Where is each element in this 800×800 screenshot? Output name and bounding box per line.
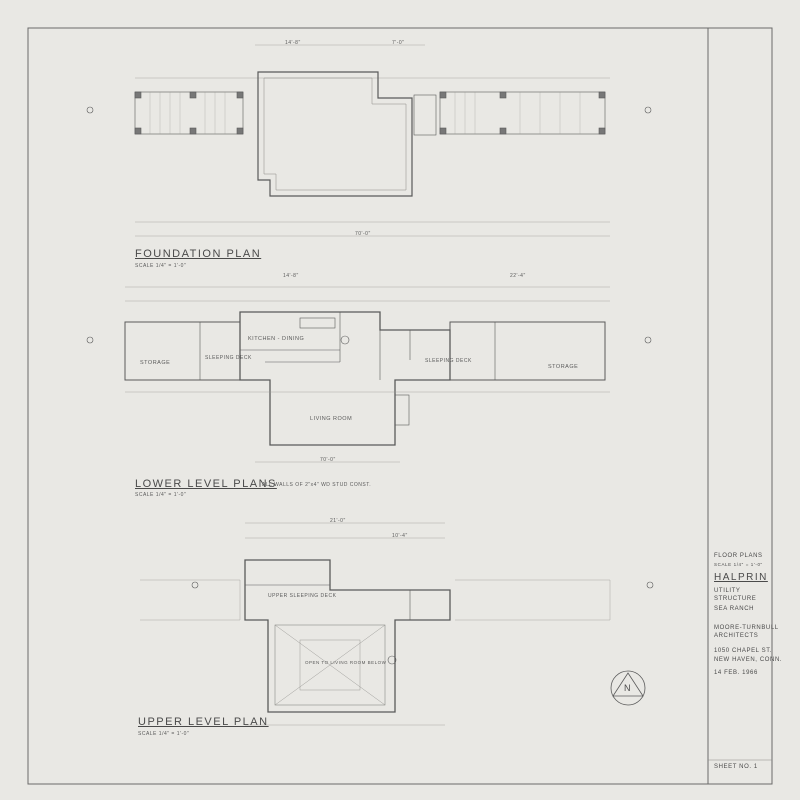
dim-upper-top: 21'-0": [330, 518, 346, 524]
room-label-storage-left: STORAGE: [140, 360, 171, 366]
dim-foundation-top-left: 14'-8": [285, 40, 301, 46]
room-label-living-room: LIVING ROOM: [310, 416, 353, 422]
foundation-plan-scale: SCALE 1/4" = 1'-0": [135, 263, 187, 269]
title-block-sheet-scale: SCALE 1/4" = 1'-0": [714, 562, 763, 567]
lower-level-plan-title: LOWER LEVEL PLANS: [135, 478, 277, 490]
title-block-location: SEA RANCH: [714, 606, 755, 612]
dim-foundation-overall: 70'-0": [355, 231, 371, 237]
title-block-project: HALPRIN: [714, 572, 768, 583]
title-block-project-sub1: UTILITY: [714, 588, 741, 594]
foundation-slab: [257, 71, 413, 197]
room-label-upper-sleeping: UPPER SLEEPING DECK: [268, 593, 337, 599]
upper-main-block: [244, 559, 451, 713]
title-block-architect2: ARCHITECTS: [714, 633, 759, 639]
north-arrow-label: N: [624, 683, 631, 693]
foundation-left-deck: [134, 91, 244, 135]
north-arrow-icon: [610, 670, 646, 706]
title-block-project-sub2: STRUCTURE: [714, 596, 757, 602]
foundation-plan-title: FOUNDATION PLAN: [135, 248, 262, 260]
title-block-sheet-title: FLOOR PLANS: [714, 553, 763, 559]
upper-level-plan-title: UPPER LEVEL PLAN: [138, 716, 269, 728]
title-block-sheet-no: SHEET NO. 1: [714, 764, 758, 770]
foundation-plan: [86, 44, 652, 237]
lower-level-plan: [86, 286, 652, 463]
room-label-sleeping-deck-left: SLEEPING DECK: [205, 355, 252, 361]
dim-lower-top-left: 14'-8": [283, 273, 299, 279]
foundation-right-deck: [439, 91, 606, 135]
room-label-kitchen-dining: KITCHEN - DINING: [248, 336, 305, 342]
room-label-sleeping-deck-right: SLEEPING DECK: [425, 358, 472, 364]
lower-main-block: [239, 311, 451, 446]
lower-level-plan-scale: SCALE 1/4" = 1'-0": [135, 492, 187, 498]
upper-level-plan-scale: SCALE 1/4" = 1'-0": [138, 731, 190, 737]
sheet-border: [27, 27, 773, 785]
dim-lower-top-right: 22'-4": [510, 273, 526, 279]
title-block-architect1: MOORE-TURNBULL: [714, 625, 779, 631]
dim-foundation-top-right: 7'-0": [392, 40, 405, 46]
lower-level-plan-note: ALL WALLS OF 2"x4" WD STUD CONST.: [262, 482, 372, 488]
dim-lower-overall: 70'-0": [320, 457, 336, 463]
title-block-date: 14 FEB. 1966: [714, 670, 758, 676]
room-label-open-to-living: OPEN TO LIVING ROOM BELOW: [305, 660, 387, 665]
lower-storage-left: [124, 321, 241, 381]
upper-level-plan: [140, 522, 654, 726]
room-label-storage-right: STORAGE: [548, 364, 579, 370]
title-block-address2: NEW HAVEN, CONN.: [714, 657, 783, 663]
lower-storage-right: [449, 321, 606, 381]
dim-upper-top-right: 10'-4": [392, 533, 408, 539]
title-block-address1: 1050 CHAPEL ST.: [714, 648, 773, 654]
